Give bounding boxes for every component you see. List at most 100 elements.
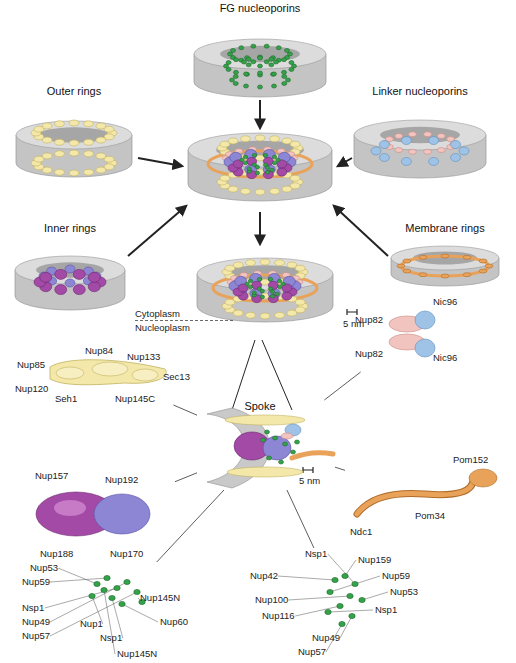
- fg-part: [271, 72, 276, 76]
- fg-part: [283, 442, 288, 446]
- inner-ring-part: [88, 282, 100, 292]
- protein-name: Nup57: [298, 646, 326, 657]
- ndc1-pom34-shape: [357, 478, 473, 514]
- leader-line: [278, 576, 335, 580]
- leader-line: [295, 606, 340, 616]
- protein-name: Nup133: [127, 351, 160, 362]
- protein-name: Nup53: [390, 586, 418, 597]
- protein-name: Nucleoplasm: [135, 322, 190, 333]
- fg-nucleoporin: [94, 581, 100, 586]
- membrane-ring-part: [463, 273, 471, 277]
- membrane-ring-part: [419, 273, 427, 277]
- fg-part: [230, 78, 235, 82]
- fg-nucleoporin: [325, 609, 331, 614]
- fg-part: [245, 282, 249, 286]
- node-art-group: [357, 469, 497, 514]
- fg-part: [255, 165, 259, 169]
- fg-part: [255, 171, 259, 175]
- outer-ring-part: [287, 310, 297, 316]
- outer-ring-part: [295, 265, 305, 271]
- fg-part: [244, 84, 249, 88]
- fg-part: [289, 61, 294, 65]
- fg-part: [260, 289, 264, 293]
- fg-part: [239, 46, 244, 50]
- linker-part: [437, 133, 445, 138]
- leader-line: [328, 554, 355, 584]
- node-art-group: [207, 408, 333, 488]
- outer-ring-part: [84, 151, 94, 157]
- fg-panel: FG nucleoporins: [185, 2, 335, 102]
- protein-name: Nsp1: [100, 632, 122, 643]
- node-art-group: [50, 360, 166, 385]
- assembly-arrow: [259, 212, 261, 244]
- node-art: [185, 2, 335, 102]
- leader-connector: [175, 473, 197, 482]
- protein-blob: [94, 494, 150, 534]
- fg-part: [226, 61, 231, 65]
- nic96-complex: Nup82Nic96Nup82Nic96: [355, 292, 470, 372]
- outer-ring-part: [69, 120, 79, 126]
- protein-blob: [415, 311, 435, 329]
- fg-part: [270, 295, 274, 299]
- protein-name: Nup84: [85, 345, 113, 356]
- protein-name: Nup192: [105, 474, 138, 485]
- fg-nucleoporin: [349, 613, 355, 618]
- fg-part: [246, 57, 251, 61]
- node-art-group: [278, 554, 388, 652]
- membrane-ring-part: [441, 254, 449, 258]
- outer-ring-part: [260, 259, 270, 265]
- leader-line: [340, 616, 352, 638]
- linker-part: [379, 153, 389, 161]
- outer-ring-part: [260, 313, 270, 319]
- inner-ring-part: [263, 436, 291, 460]
- fg-part: [242, 60, 247, 64]
- fg-part: [282, 58, 287, 62]
- fg-nucleoporin: [101, 587, 107, 592]
- fg-part: [248, 279, 252, 283]
- fg-part: [261, 438, 266, 442]
- leader-line: [50, 592, 137, 636]
- fg-part: [269, 57, 274, 61]
- fg-part: [251, 44, 256, 48]
- protein-blob: [54, 500, 86, 516]
- membrane-ring-panel: Membrane rings: [385, 222, 505, 290]
- outer-ring-part: [69, 140, 79, 146]
- leader-line: [50, 582, 127, 622]
- fg-part: [258, 56, 263, 60]
- protein-blob: [56, 367, 84, 379]
- protein-name: Nup170: [110, 548, 143, 559]
- fg-part: [230, 49, 235, 53]
- linker-part: [408, 132, 416, 137]
- protein-name: Sec13: [163, 371, 190, 382]
- linker-part: [429, 137, 439, 145]
- outer-ring-part: [225, 415, 305, 425]
- fg-nucleoporin: [109, 595, 115, 600]
- protein-name: Nup49: [22, 616, 50, 627]
- protein-name: Ndc1: [350, 526, 372, 537]
- protein-blob: [92, 362, 128, 376]
- protein-name: Nic96: [433, 296, 457, 307]
- node-art-group: [391, 246, 499, 286]
- fg-nucleoporin: [124, 579, 130, 584]
- fg-part: [265, 171, 269, 175]
- leader-connector: [335, 467, 345, 470]
- fg-part: [258, 55, 263, 59]
- node-art-group: [45, 568, 158, 654]
- outer-ring-part: [245, 260, 255, 266]
- membrane-surface: [354, 120, 486, 150]
- fg-part: [273, 436, 278, 440]
- fg-part: [295, 440, 300, 444]
- outer-ring-part: [84, 169, 94, 175]
- fg-part: [263, 153, 267, 157]
- fg-part: [276, 158, 280, 162]
- fg-part: [276, 46, 281, 50]
- scale-label: 5 nm: [299, 475, 320, 486]
- protein-blob: [132, 369, 158, 381]
- fg-part: [277, 279, 281, 283]
- scale-bar: [303, 467, 313, 473]
- outer-ring-part: [255, 189, 265, 195]
- inner-ring-part: [55, 269, 67, 279]
- y-complex-shape: [50, 360, 166, 385]
- outer-ring-part: [69, 170, 79, 176]
